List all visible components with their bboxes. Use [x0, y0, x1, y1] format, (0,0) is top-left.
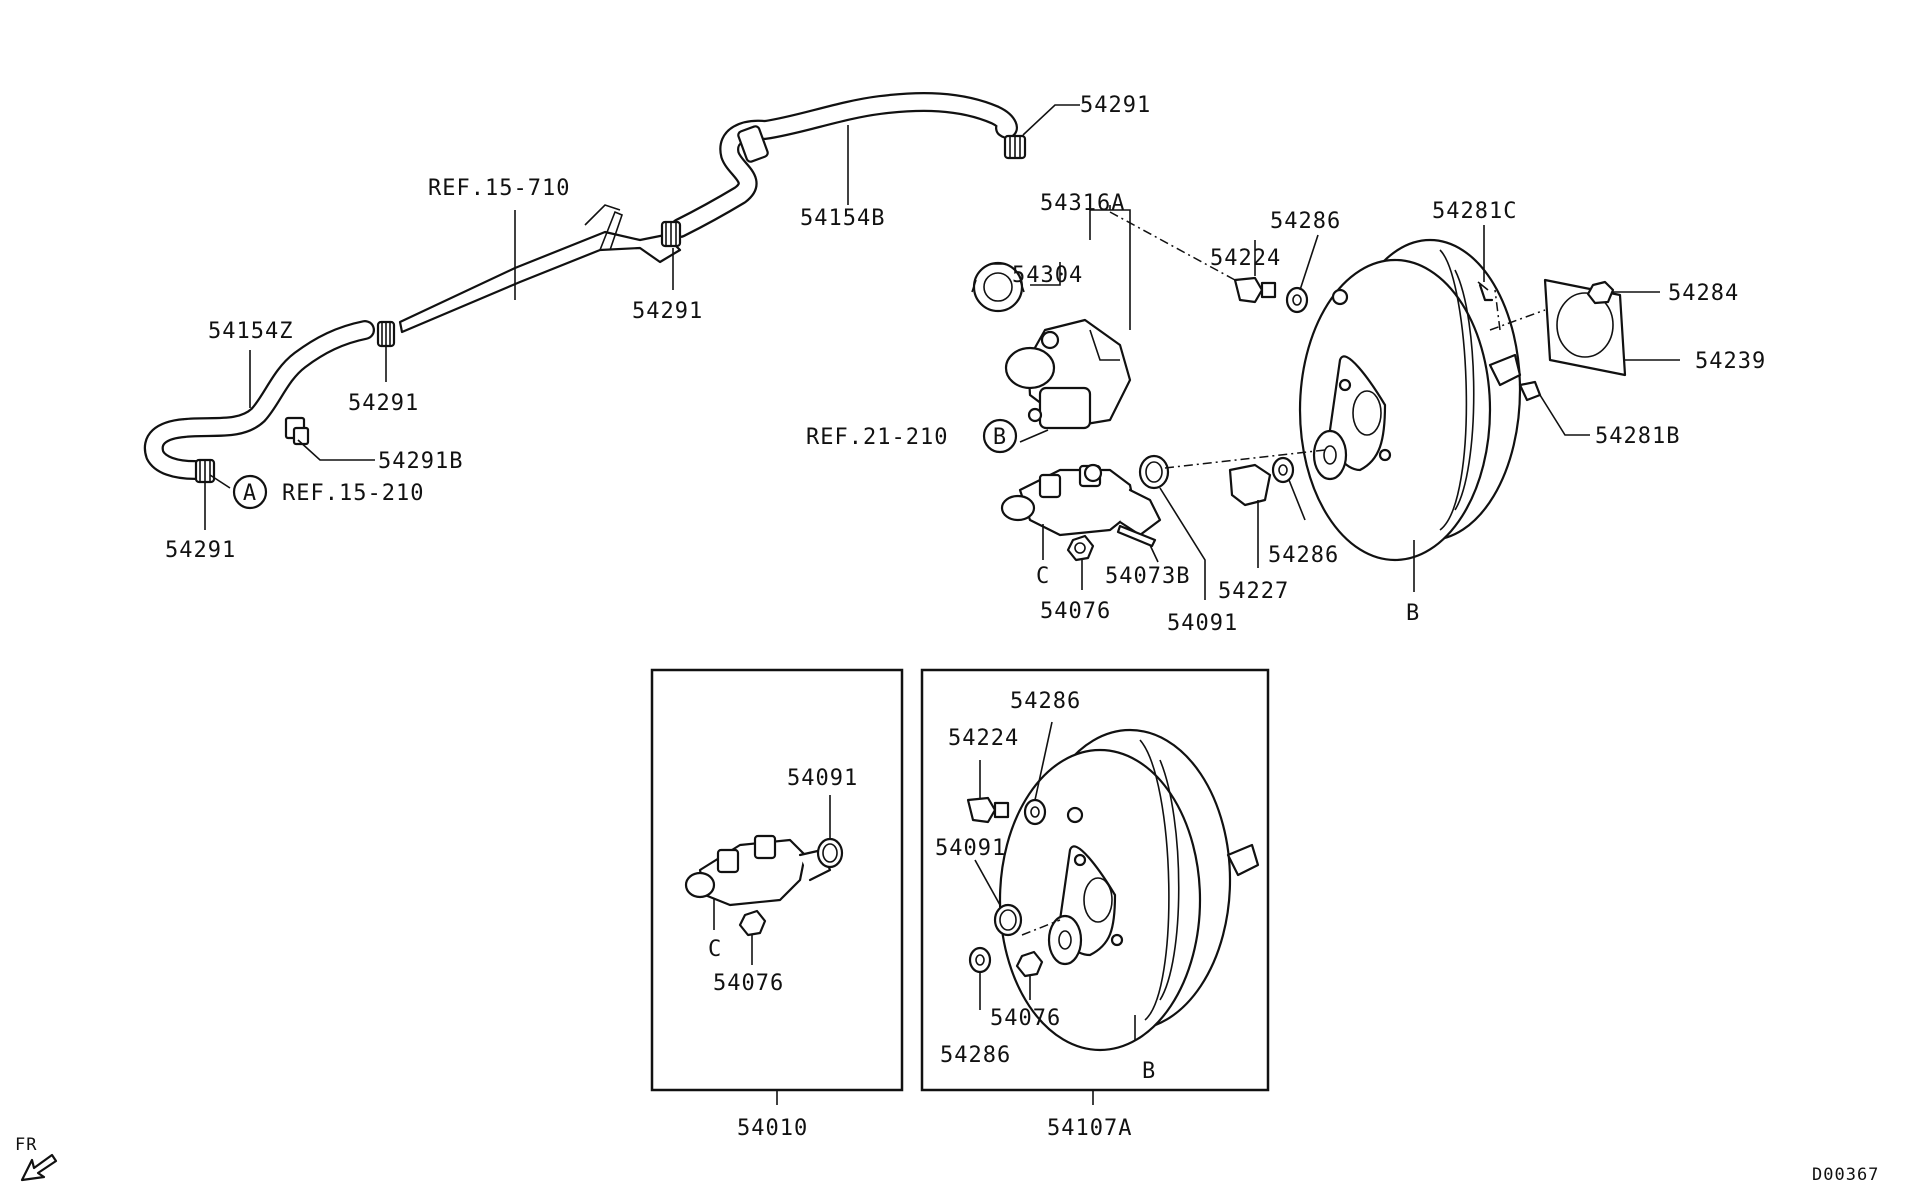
label-54076: 54076	[1040, 599, 1111, 624]
label-54076-kit: 54076	[713, 971, 784, 996]
vacuum-hose-54154B	[670, 92, 1018, 238]
label-54076-kit-b: 54076	[990, 1006, 1061, 1031]
gasket-54239	[1543, 278, 1627, 377]
diagram-code: D00367	[1812, 1165, 1879, 1185]
washer-54286-mid	[1271, 456, 1295, 484]
label-54284: 54284	[1668, 281, 1739, 306]
label-ref-15-710: REF.15-710	[428, 176, 570, 201]
front-arrow-icon	[20, 1153, 58, 1182]
label-c-kit: C	[708, 937, 722, 962]
label-ref-15-210: REF.15-210	[282, 481, 424, 506]
label-54291B: 54291B	[378, 449, 463, 474]
label-54291-left: 54291	[348, 391, 419, 416]
nut-54076-kit	[738, 909, 767, 937]
bolt-54281B	[1518, 380, 1542, 402]
label-54281C: 54281C	[1432, 199, 1517, 224]
seal-ring-54091	[1138, 454, 1170, 490]
label-54316A: 54316A	[1040, 191, 1125, 216]
label-ref-21-210: REF.21-210	[806, 425, 948, 450]
hose-clamp-54291-mid	[660, 220, 682, 248]
label-54227: 54227	[1218, 579, 1289, 604]
check-valve-54224-kit	[966, 796, 1010, 824]
label-54091: 54091	[1167, 611, 1238, 636]
label-54286-kit-top: 54286	[1010, 689, 1081, 714]
label-c-main: C	[1036, 564, 1050, 589]
seal-ring-54091-kit-b	[993, 903, 1023, 937]
washer-54286-top	[1285, 286, 1309, 314]
label-54224: 54224	[1210, 246, 1281, 271]
hose-clip-54291B	[284, 416, 310, 446]
label-54239: 54239	[1695, 349, 1766, 374]
label-54291-mid: 54291	[632, 299, 703, 324]
front-direction-indicator: FR	[15, 1135, 58, 1182]
label-54286-top: 54286	[1270, 209, 1341, 234]
washer-54286-kit-bottom	[968, 946, 992, 974]
stud-54073B	[1116, 524, 1157, 548]
label-54291-top: 54291	[1080, 93, 1151, 118]
master-cylinder-main	[1000, 463, 1162, 537]
seal-ring-54091-kit	[816, 837, 844, 869]
label-54073B: 54073B	[1105, 564, 1190, 589]
nut-54076-kit-b	[1015, 950, 1044, 978]
vacuum-hose-54154Z	[143, 320, 375, 480]
brake-booster-kit	[998, 728, 1260, 1052]
kit-box-54010: 54091 C 54076 54010	[650, 668, 904, 1141]
leader-lines	[204, 104, 1680, 600]
nut-54284	[1586, 280, 1615, 305]
label-54224-kit: 54224	[948, 726, 1019, 751]
label-54286-mid: 54286	[1268, 543, 1339, 568]
assembly-lines	[1109, 211, 1546, 469]
reservoir-cap-54304	[971, 261, 1025, 313]
brake-booster-main	[1298, 238, 1522, 562]
label-54154B: 54154B	[800, 206, 885, 231]
label-54291-bottom: 54291	[165, 538, 236, 563]
callout-b-letter: B	[993, 425, 1007, 450]
master-cylinder-kit	[684, 834, 832, 907]
check-valve-54224	[1233, 276, 1277, 304]
label-b-main: B	[1406, 601, 1420, 626]
kit-box-54107A: 54286 54224 54091 54076 54286 B 54107A	[920, 668, 1270, 1141]
label-54010: 54010	[737, 1116, 808, 1141]
nut-54076	[1066, 534, 1095, 562]
label-54154Z: 54154Z	[208, 319, 293, 344]
clevis-pin-54281C	[1477, 281, 1494, 302]
hose-clamp-54291-top	[1003, 134, 1027, 160]
label-54091-kit-b: 54091	[935, 836, 1006, 861]
label-b-kit: B	[1142, 1059, 1156, 1084]
hose-clamp-54291-left	[376, 320, 396, 348]
label-54281B: 54281B	[1595, 424, 1680, 449]
fr-label: FR	[15, 1135, 37, 1155]
label-54286-kit-bottom: 54286	[940, 1043, 1011, 1068]
callout-a-circle: A	[232, 474, 268, 510]
callout-a-letter: A	[243, 481, 257, 506]
reservoir-tank-54316A	[1004, 318, 1132, 430]
vacuum-sensor-54227	[1228, 463, 1272, 507]
label-54091-kit: 54091	[787, 766, 858, 791]
washer-54286-kit-top	[1023, 798, 1047, 826]
label-54107A: 54107A	[1047, 1116, 1132, 1141]
label-54304: 54304	[1012, 263, 1083, 288]
hose-clamp-54291-bottom	[194, 458, 216, 484]
callout-b-circle: B	[982, 418, 1018, 454]
